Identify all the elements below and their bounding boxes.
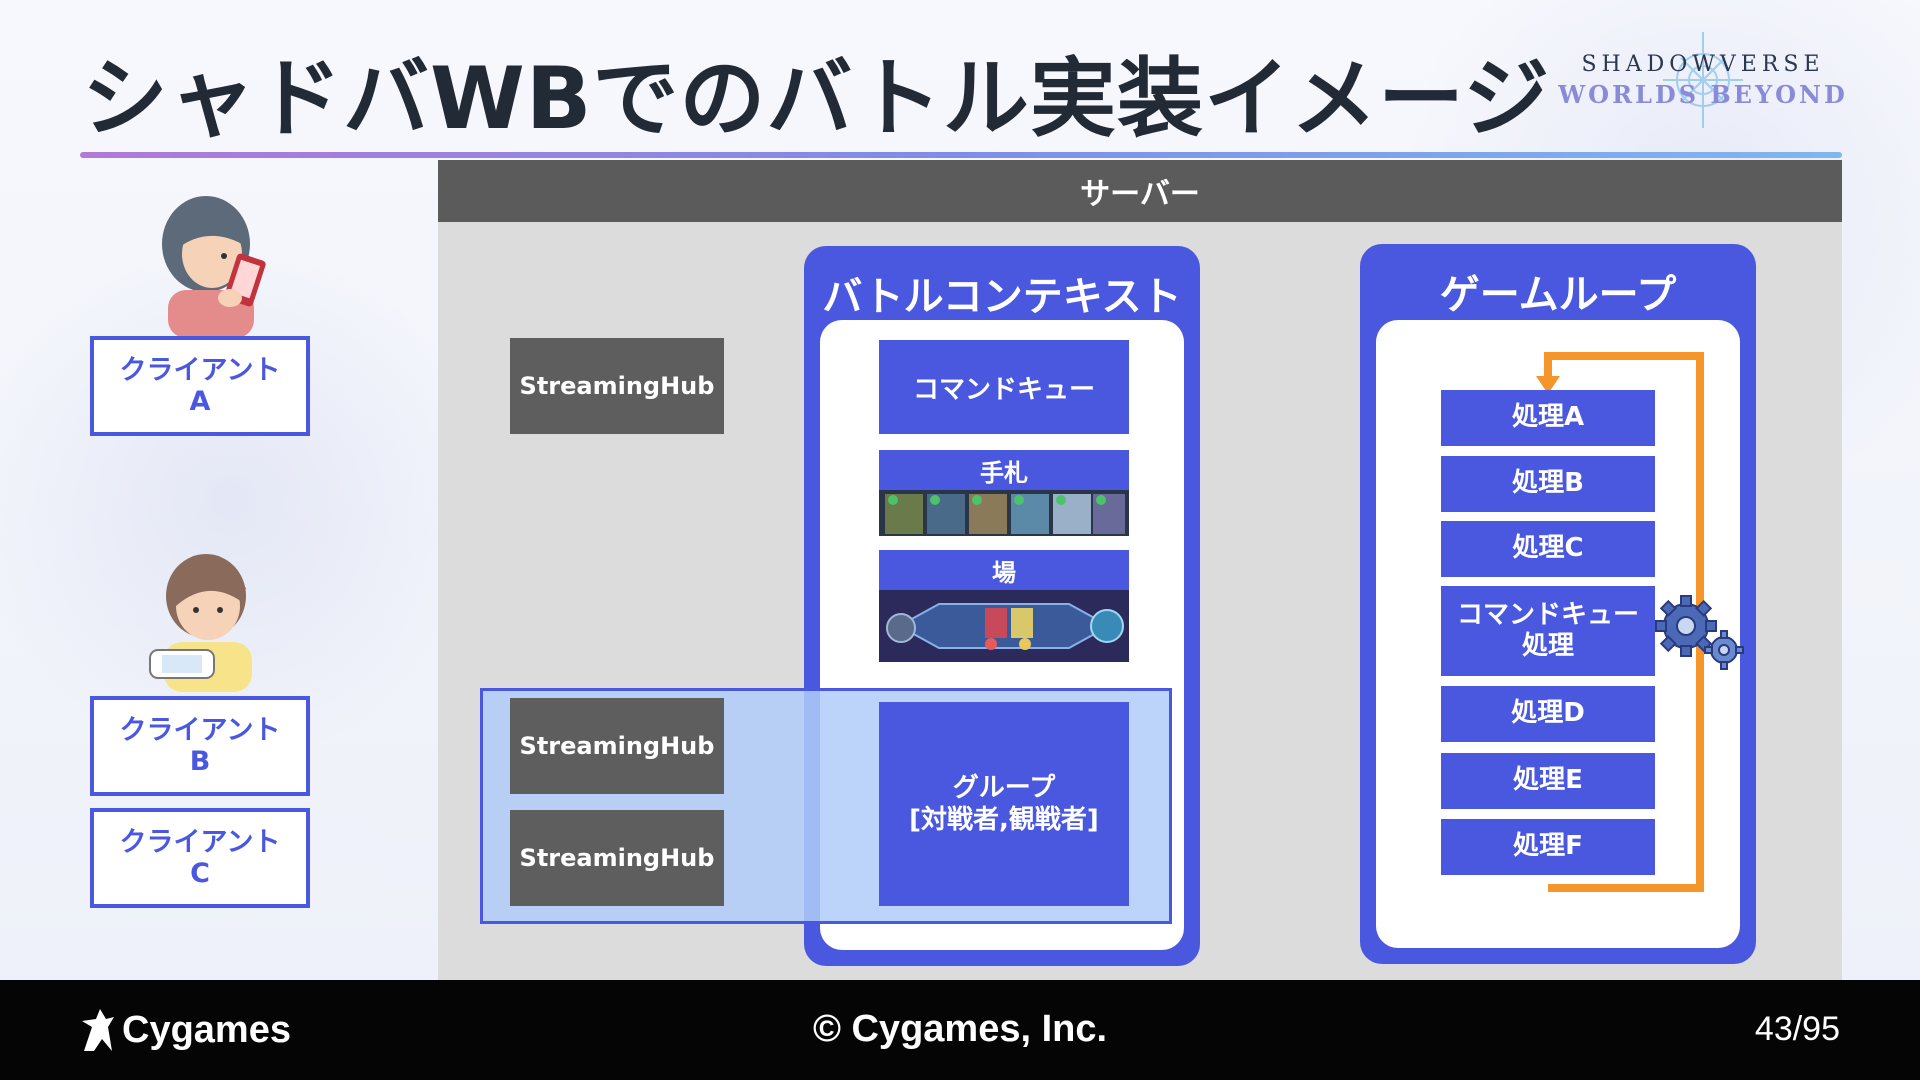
process-step-c: 処理C xyxy=(1441,521,1655,577)
server-header: サーバー xyxy=(438,160,1842,222)
streaming-hub-c: StreamingHub xyxy=(510,810,724,906)
logo-text-top: SHADOWVERSE xyxy=(1581,52,1825,77)
client-b-box: クライアント B xyxy=(90,696,310,796)
player-with-phone-icon xyxy=(162,196,266,338)
process-step-label: 処理F xyxy=(1513,831,1583,862)
process-step-b: 処理B xyxy=(1441,456,1655,512)
client-b-label: クライアント xyxy=(119,714,281,746)
client-c-label: クライアント xyxy=(119,826,281,858)
process-step-f: 処理F xyxy=(1441,819,1655,875)
logo-star-icon xyxy=(1663,32,1743,128)
process-step-label: 処理D xyxy=(1511,698,1585,729)
client-c-letter: C xyxy=(190,858,210,889)
brand-name: Cygames xyxy=(122,1008,291,1051)
streaming-hub-a: StreamingHub xyxy=(510,338,724,434)
client-b-letter: B xyxy=(189,746,211,777)
client-c-box: クライアント C xyxy=(90,808,310,908)
process-step-d: 処理D xyxy=(1441,686,1655,742)
process-step-label: 処理B xyxy=(1512,468,1584,499)
command-queue-box: コマンドキュー xyxy=(879,340,1129,434)
process-step-a: 処理A xyxy=(1441,390,1655,446)
group-box: グループ [対戦者,観戦者] xyxy=(879,702,1129,906)
cygames-brand: Cygames xyxy=(78,1002,291,1058)
loop-arrow-icon xyxy=(1536,352,1704,892)
process-step-command-queue: コマンドキュー 処理 xyxy=(1441,586,1655,676)
hand-cards-image xyxy=(879,490,1129,536)
process-step-sublabel: 処理 xyxy=(1521,631,1574,661)
game-loop-title: ゲームループ xyxy=(1439,272,1677,318)
process-step-label: コマンドキュー xyxy=(1456,599,1639,630)
client-a-label: クライアント xyxy=(119,354,281,386)
battle-context-title: バトルコンテキスト xyxy=(822,274,1182,320)
field-board-image xyxy=(879,590,1129,662)
group-label: グループ xyxy=(952,772,1056,803)
streaming-hub-b: StreamingHub xyxy=(510,698,724,794)
slide-title: シャドバWBでのバトル実装イメージ xyxy=(82,49,1551,149)
cygames-logo-icon xyxy=(82,1009,114,1051)
player-with-handheld-icon xyxy=(149,554,252,692)
gears-icon xyxy=(1655,595,1744,670)
client-a-letter: A xyxy=(189,386,211,417)
process-step-e: 処理E xyxy=(1441,753,1655,809)
title-divider xyxy=(80,152,1842,158)
group-members-label: [対戦者,観戦者] xyxy=(909,805,1099,835)
shadowverse-logo: SHADOWVERSE WORLDS BEYOND xyxy=(1558,30,1848,130)
client-a-box: クライアント A xyxy=(90,336,310,436)
copyright-text: © Cygames, Inc. xyxy=(812,1008,1108,1050)
process-step-label: 処理A xyxy=(1511,402,1585,433)
page-number: 43/95 xyxy=(1754,1010,1840,1048)
process-step-label: 処理E xyxy=(1513,765,1583,796)
hand-label: 手札 xyxy=(879,450,1129,490)
process-step-label: 処理C xyxy=(1512,533,1584,564)
footer: Cygames © Cygames, Inc. 43/95 xyxy=(0,980,1920,1080)
field-label: 場 xyxy=(879,550,1129,590)
logo-text-bottom: WORLDS BEYOND xyxy=(1558,80,1848,109)
